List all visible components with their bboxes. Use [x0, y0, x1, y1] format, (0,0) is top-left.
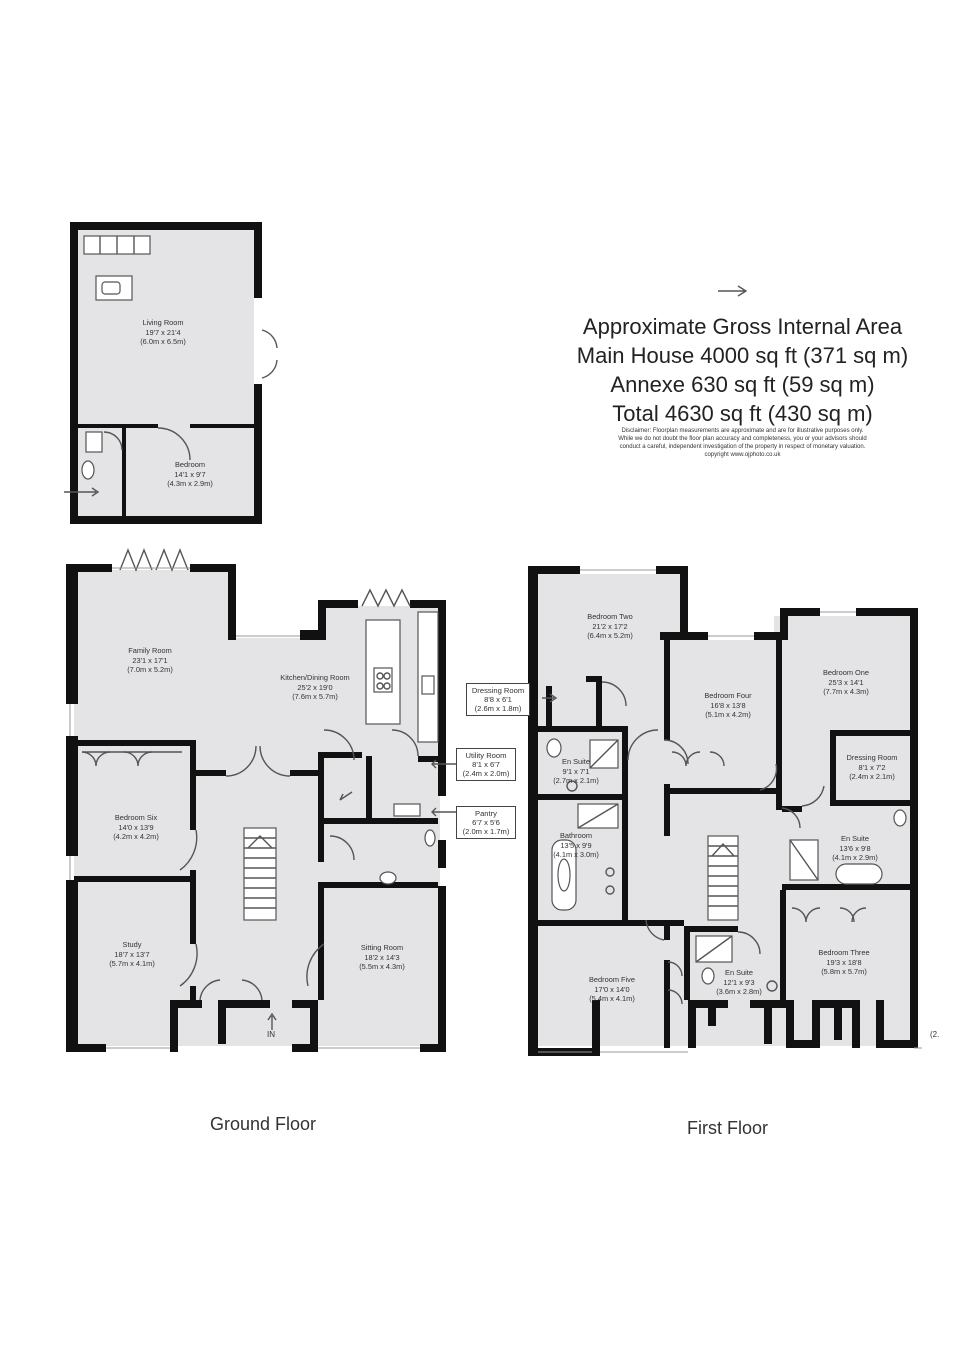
room-name: En Suite — [562, 757, 590, 766]
room-name: Bedroom Four — [704, 691, 752, 700]
room-dim-metric: (2.7m x 2.1m) — [553, 776, 599, 785]
room-label-kitchen-dining: Kitchen/Dining Room 25'2 x 19'0 (7.6m x … — [268, 673, 362, 702]
room-dim-imperial: 16'8 x 13'8 — [710, 700, 746, 710]
room-name: Bedroom Five — [588, 975, 635, 984]
entrance-label: IN — [267, 1030, 275, 1039]
room-label-en-suite-two: En Suite 9'1 x 7'1 (2.7m x 2.1m) — [542, 757, 610, 786]
room-dim-imperial: 8'8 x 6'1 — [484, 695, 512, 704]
room-name: En Suite — [725, 968, 753, 977]
room-dim-metric: (5.1m x 4.2m) — [705, 710, 751, 719]
room-dim-imperial: 19'3 x 18'8 — [826, 957, 862, 967]
room-dim-imperial: 25'3 x 14'1 — [828, 677, 864, 687]
room-dim-metric: (2.0m x 1.7m) — [462, 827, 510, 836]
room-label-living-room: Living Room 19'7 x 21'4 (6.0m x 6.5m) — [128, 318, 198, 347]
room-dim-imperial: 18'2 x 14'3 — [364, 952, 400, 962]
disclaimer-line: conduct a careful, independent investiga… — [619, 444, 866, 450]
room-label-bedroom-three: Bedroom Three 19'3 x 18'8 (5.8m x 5.7m) — [806, 948, 882, 977]
room-dim-imperial: 14'1 x 9'7 — [174, 469, 206, 479]
area-annexe: Annexe 630 sq ft (59 sq m) — [610, 372, 875, 397]
room-dim-imperial: 25'2 x 19'0 — [297, 682, 333, 692]
room-label-dressing-room-one: Dressing Room 8'1 x 7'2 (2.4m x 2.1m) — [838, 753, 906, 782]
room-dim-metric: (6.4m x 5.2m) — [587, 631, 633, 640]
room-label-bedroom-one: Bedroom One 25'3 x 14'1 (7.7m x 4.3m) — [808, 668, 884, 697]
room-dim-imperial: 19'7 x 21'4 — [145, 327, 181, 337]
area-title: Approximate Gross Internal Area — [582, 314, 903, 339]
room-label-pantry: Pantry 6'7 x 5'6 (2.0m x 1.7m) — [456, 806, 516, 839]
room-dim-imperial: 9'1 x 7'1 — [562, 766, 590, 776]
room-name: Utility Room — [465, 751, 507, 760]
room-dim-imperial: 8'1 x 6'7 — [472, 760, 500, 769]
room-dim-metric: (4.2m x 4.2m) — [113, 832, 159, 841]
room-dim-metric: (2.4m x 2.0m) — [462, 769, 510, 778]
first-floor-plan — [528, 566, 922, 1056]
room-name: Sitting Room — [360, 943, 404, 952]
room-dim-metric: (4.1m x 3.0m) — [553, 850, 599, 859]
room-name: Bathroom — [559, 831, 593, 840]
room-label-dressing-room-two: Dressing Room 8'8 x 6'1 (2.6m x 1.8m) — [466, 683, 530, 716]
room-dim-metric: (2.4m x 2.1m) — [849, 772, 895, 781]
room-dim-metric: (7.0m x 5.2m) — [127, 665, 173, 674]
room-dim-metric: (3.6m x 2.8m) — [716, 987, 762, 996]
room-name: Bedroom Two — [587, 612, 633, 621]
room-label-bedroom-six: Bedroom Six 14'0 x 13'9 (4.2m x 4.2m) — [98, 813, 174, 842]
room-dim-metric: (2.6m x 1.8m) — [474, 704, 522, 713]
room-name: Bedroom Three — [818, 948, 870, 957]
room-dim-imperial: 6'7 x 5'6 — [472, 818, 500, 827]
room-dim-imperial: 12'1 x 9'3 — [723, 977, 755, 987]
room-dim-metric: (5.4m x 4.1m) — [589, 994, 635, 1003]
room-dim-metric: (7.7m x 4.3m) — [823, 687, 869, 696]
room-dim-imperial: 13'6 x 9'8 — [839, 843, 871, 853]
room-dim-imperial: 21'2 x 17'2 — [592, 621, 628, 631]
room-dim-metric: (5.8m x 5.7m) — [821, 967, 867, 976]
north-arrow-icon — [718, 285, 748, 297]
room-label-sitting-room: Sitting Room 18'2 x 14'3 (5.5m x 4.3m) — [344, 943, 420, 972]
room-label-family-room: Family Room 23'1 x 17'1 (7.0m x 5.2m) — [112, 646, 188, 675]
room-name: Kitchen/Dining Room — [280, 673, 350, 682]
room-dim-metric: (5.7m x 4.1m) — [109, 959, 155, 968]
area-total: Total 4630 sq ft (430 sq m) — [612, 401, 873, 426]
room-name: Living Room — [142, 318, 184, 327]
ground-floor-title: Ground Floor — [210, 1114, 317, 1134]
room-dim-imperial: 14'0 x 13'9 — [118, 822, 154, 832]
room-name: Family Room — [128, 646, 172, 655]
room-name: Pantry — [475, 809, 497, 818]
room-dim-imperial: 17'0 x 14'0 — [594, 984, 630, 994]
room-name: Study — [122, 940, 142, 949]
room-label-bedroom-five: Bedroom Five 17'0 x 14'0 (5.4m x 4.1m) — [574, 975, 650, 1004]
room-name: En Suite — [841, 834, 869, 843]
room-dim-metric: (4.1m x 2.9m) — [832, 853, 878, 862]
room-label-study: Study 18'7 x 13'7 (5.7m x 4.1m) — [94, 940, 170, 969]
room-dim-imperial: 23'1 x 17'1 — [132, 655, 168, 665]
room-label-utility-room: Utility Room 8'1 x 6'7 (2.4m x 2.0m) — [456, 748, 516, 781]
room-name: Bedroom — [175, 460, 205, 469]
room-dim-metric: (5.5m x 4.3m) — [359, 962, 405, 971]
room-name: Bedroom Six — [114, 813, 158, 822]
room-name: Dressing Room — [471, 686, 525, 695]
annexe-plan — [64, 222, 278, 524]
room-label-bedroom-two: Bedroom Two 21'2 x 17'2 (6.4m x 5.2m) — [572, 612, 648, 641]
room-dim-metric: (4.3m x 2.9m) — [167, 479, 213, 488]
room-name: Bedroom One — [822, 668, 869, 677]
room-label-bathroom: Bathroom 13'5 x 9'9 (4.1m x 3.0m) — [542, 831, 610, 860]
room-label-en-suite-one: En Suite 13'6 x 9'8 (4.1m x 2.9m) — [820, 834, 890, 863]
disclaimer-line: Disclaimer: Floorplan measurements are a… — [621, 428, 864, 434]
disclaimer-line: copyright www.ojphoto.co.uk — [704, 452, 781, 458]
room-dim-imperial: 13'5 x 9'9 — [560, 840, 592, 850]
room-dim-metric: (6.0m x 6.5m) — [140, 337, 186, 346]
disclaimer-line: While we do not doubt the floor plan acc… — [618, 436, 867, 442]
area-main-house: Main House 4000 sq ft (371 sq m) — [576, 343, 909, 368]
first-floor-title: First Floor — [687, 1118, 768, 1138]
room-label-en-suite-three: En Suite 12'1 x 9'3 (3.6m x 2.8m) — [704, 968, 774, 997]
room-label-annexe-bedroom: Bedroom 14'1 x 9'7 (4.3m x 2.9m) — [155, 460, 225, 489]
room-dim-metric: (7.6m x 5.7m) — [292, 692, 338, 701]
room-label-bedroom-four: Bedroom Four 16'8 x 13'8 (5.1m x 4.2m) — [690, 691, 766, 720]
room-dim-imperial: 8'1 x 7'2 — [858, 762, 886, 772]
ground-floor-plan — [66, 548, 560, 1052]
room-name: Dressing Room — [846, 753, 898, 762]
edge-mark: (2. — [930, 1030, 940, 1039]
room-dim-imperial: 18'7 x 13'7 — [114, 949, 150, 959]
